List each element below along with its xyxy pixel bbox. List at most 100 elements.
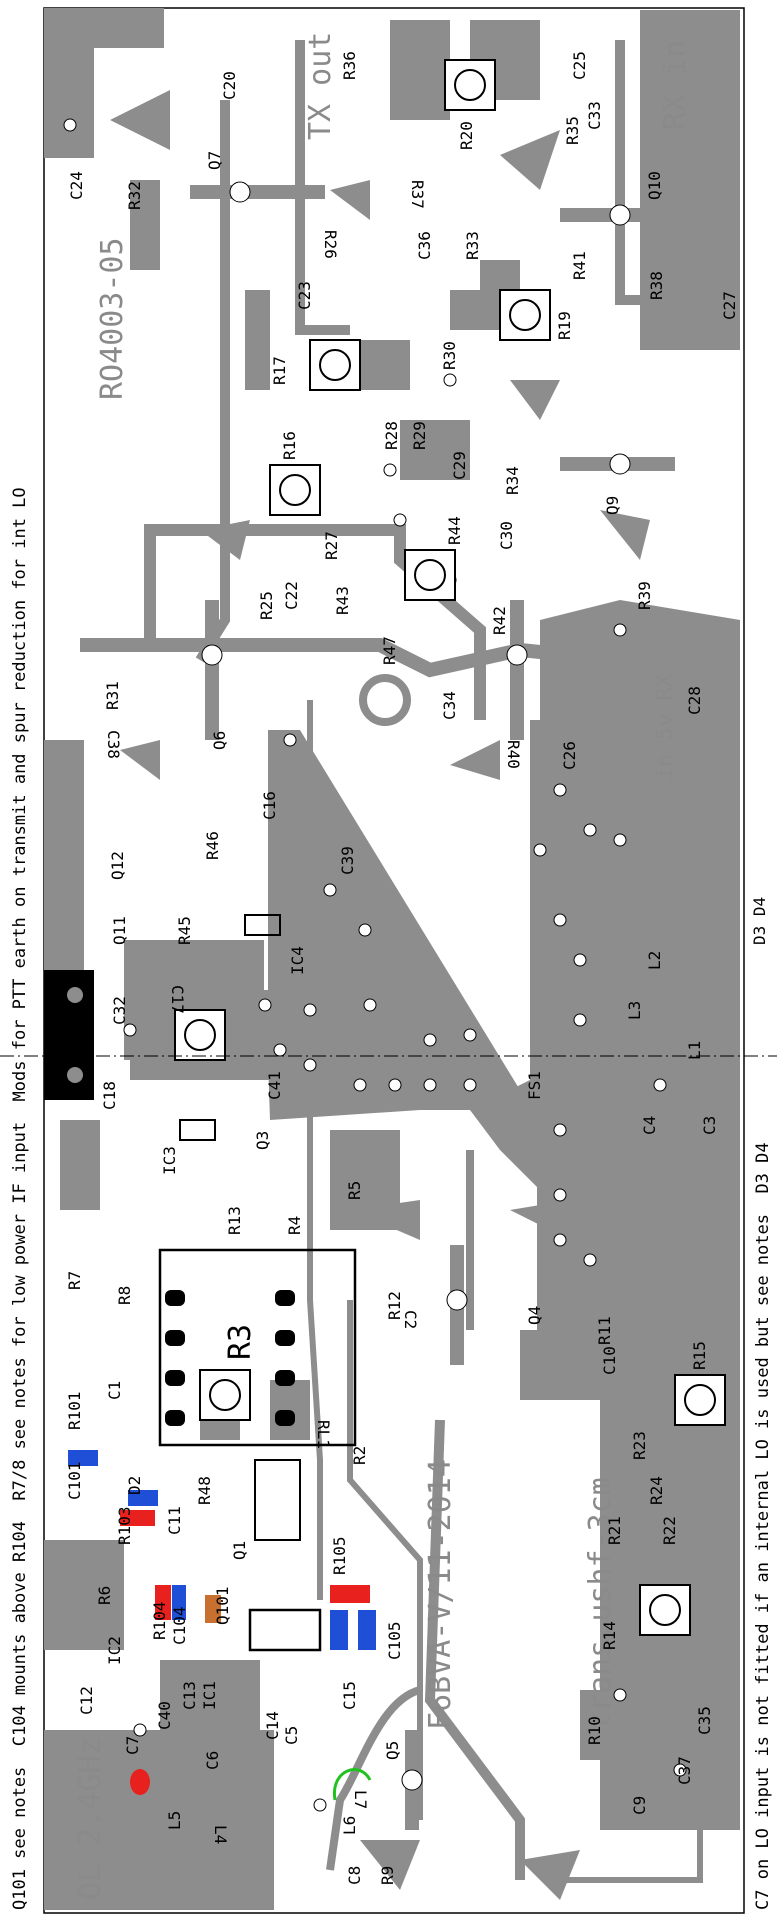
r14-rotor [649, 1594, 681, 1626]
via [463, 1028, 477, 1042]
note-right: C7 on LO input is not fitted if an inter… [753, 1142, 773, 1910]
component-labels: C20 C24 R32 Q7 R36 C25 R20 R35 C33 R37 Q… [65, 51, 769, 1885]
comp-r31: R31 [103, 681, 122, 710]
via [358, 923, 372, 937]
relay-pin [165, 1330, 185, 1346]
ic4-body [244, 914, 281, 936]
smd-blue-4 [330, 1610, 348, 1650]
r7-r8-block [44, 970, 94, 1100]
comp-c4: C4 [640, 1116, 659, 1135]
comp-r40: R40 [504, 740, 523, 769]
comp-q101: Q101 [213, 1586, 232, 1625]
comp-r33: R33 [463, 231, 482, 260]
comp-l7: L7 [351, 1790, 370, 1809]
comp-r21: R21 [605, 1516, 624, 1545]
comp-c27: C27 [720, 291, 739, 320]
comp-q5: Q5 [383, 1741, 402, 1760]
via [423, 1078, 437, 1092]
comp-c22: C22 [282, 581, 301, 610]
smd-blue-2 [128, 1490, 158, 1506]
track-lo-input [424, 1419, 525, 1880]
r14-trimmer [639, 1584, 691, 1636]
comp-c16: C16 [260, 791, 279, 820]
track-hybrid-ring [80, 638, 700, 678]
comp-r9: R9 [378, 1866, 397, 1885]
via [553, 783, 567, 797]
comp-r8: R8 [115, 1286, 134, 1305]
comp-q3: Q3 [253, 1131, 272, 1150]
radial-stub-12 [520, 1850, 580, 1900]
comp-r2: R2 [350, 1446, 369, 1465]
ground-plane-left-edge [44, 740, 84, 970]
comp-r26: R26 [321, 230, 340, 259]
board-author: F6BVA-V/11-2014 [423, 1459, 458, 1730]
relay-and-ics [44, 914, 357, 1652]
comp-c36: C36 [415, 231, 434, 260]
via [613, 1688, 627, 1702]
comp-ic3: IC3 [160, 1146, 179, 1175]
ground-plane-center [268, 730, 520, 1120]
relay-pins [165, 1290, 295, 1426]
relay-pin [275, 1330, 295, 1346]
comp-d3d4: D3 D4 [750, 897, 769, 945]
via [553, 1123, 567, 1137]
note-left: Q101 see notes C104 mounts above R104 R7… [10, 487, 30, 1910]
via [323, 883, 337, 897]
comp-r14: R14 [600, 1621, 619, 1650]
comp-r19: R19 [555, 311, 574, 340]
ground-plane-left-top [44, 8, 164, 48]
comp-c15: C15 [340, 1681, 359, 1710]
comp-r16: R16 [280, 431, 299, 460]
via [63, 118, 77, 132]
radial-stub-13 [360, 1840, 420, 1890]
comp-l5: L5 [165, 1811, 184, 1830]
relay-pin [275, 1410, 295, 1426]
l7-green-wire [332, 1768, 372, 1801]
comp-r46: R46 [203, 831, 222, 860]
ground-plane-left-bottom2 [160, 1660, 260, 1730]
q6-marker [201, 644, 223, 666]
comp-r24: R24 [647, 1476, 666, 1505]
comp-r10: R10 [585, 1716, 604, 1745]
comp-r25: R25 [257, 591, 276, 620]
via [573, 953, 587, 967]
comp-c12: C12 [77, 1686, 96, 1715]
via [653, 1078, 667, 1092]
comp-r44: R44 [445, 516, 464, 545]
board-5v-rx: in 5v RX [653, 673, 678, 780]
via [463, 1078, 477, 1092]
comp-c30: C30 [497, 521, 516, 550]
comp-c41: C41 [265, 1071, 284, 1100]
comp-r27: R27 [322, 531, 341, 560]
radial-stub-3 [500, 130, 560, 190]
comp-r37: R37 [408, 180, 427, 209]
smd-red-1 [120, 1510, 155, 1526]
via [673, 1763, 687, 1777]
via [443, 373, 457, 387]
comp-r35: R35 [563, 116, 582, 145]
r16-rotor [279, 474, 311, 506]
pad-block-13 [420, 1000, 450, 1060]
comp-c23: C23 [295, 281, 314, 310]
smd-blue-3 [172, 1585, 186, 1620]
comp-r12: R12 [385, 1291, 404, 1320]
hybrid-ring-circle [359, 674, 411, 726]
comp-r103: R103 [115, 1506, 134, 1545]
via [258, 998, 272, 1012]
via [553, 913, 567, 927]
ic3-body [179, 1119, 216, 1141]
r3-rotor [209, 1379, 241, 1411]
comp-r23: R23 [630, 1431, 649, 1460]
comp-c25: C25 [570, 51, 589, 80]
comp-r45: R45 [175, 916, 194, 945]
radial-stub-4 [690, 210, 740, 260]
ground-plane-left-bottom [44, 1730, 274, 1910]
relay-rl1-outline [158, 1248, 357, 1447]
trimmers [174, 59, 726, 1636]
comp-c34: C34 [440, 691, 459, 720]
pad-block-1 [130, 180, 160, 270]
r13-rotor [184, 1019, 216, 1051]
c7-red-marker [130, 1769, 150, 1795]
radial-stub-1 [110, 90, 170, 150]
comp-r5: R5 [345, 1181, 364, 1200]
